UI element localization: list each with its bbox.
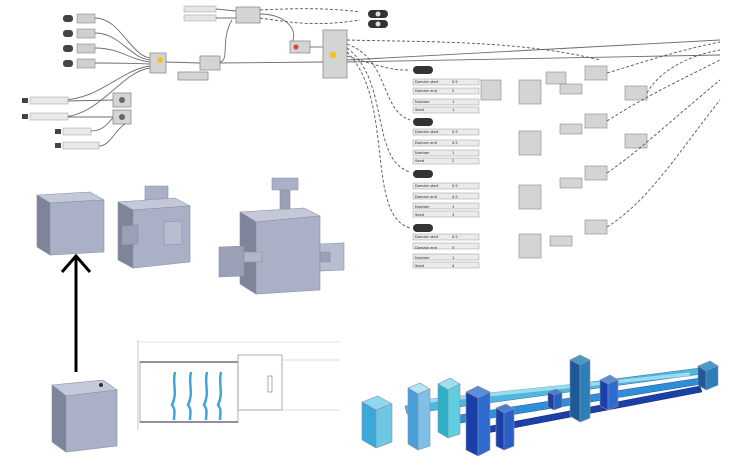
component-group-4 xyxy=(412,219,608,269)
panel-label: Seed xyxy=(415,213,424,217)
merge-node[interactable] xyxy=(149,52,167,74)
panel-value: 0.5 xyxy=(452,184,458,188)
input-panel[interactable] xyxy=(183,14,217,22)
component-node[interactable] xyxy=(112,92,132,108)
cube-complex xyxy=(218,177,345,295)
blue-assembly xyxy=(361,354,719,457)
panel-label: Domain start xyxy=(415,130,439,134)
slider-knob[interactable] xyxy=(63,45,73,52)
panel-value: 1 xyxy=(452,108,454,112)
slider-knob[interactable] xyxy=(63,60,73,67)
panel-value: 3 xyxy=(452,213,454,217)
panel-label: Domain end xyxy=(415,246,437,250)
component-node[interactable] xyxy=(112,109,132,125)
panel-value: 4 xyxy=(452,264,455,268)
box-evolution xyxy=(36,177,345,453)
component-node[interactable] xyxy=(289,40,311,54)
panel-value: 4.5 xyxy=(452,195,458,199)
panel-label: Number xyxy=(415,205,430,209)
panel-value: 4.5 xyxy=(452,141,458,145)
slider-knob[interactable] xyxy=(63,30,73,37)
output-toggles xyxy=(368,10,388,28)
component-node[interactable] xyxy=(235,6,261,24)
panel-label: Domain start xyxy=(415,184,439,188)
panel-label: Seed xyxy=(415,159,424,163)
panel-value: 1 xyxy=(452,256,454,260)
slider-node[interactable] xyxy=(76,58,96,69)
component-icon xyxy=(157,57,163,63)
component-node[interactable] xyxy=(177,71,209,81)
panel-value: 1 xyxy=(452,100,454,104)
slider-node[interactable] xyxy=(76,28,96,39)
input-sliders xyxy=(63,13,96,69)
node-graph xyxy=(22,5,721,269)
panel-value: 2 xyxy=(452,159,454,163)
panel-label: Seed xyxy=(415,108,424,112)
arrow-up-icon xyxy=(60,253,92,372)
hub-node[interactable] xyxy=(322,29,348,79)
panel-label: Seed xyxy=(415,264,424,268)
component-node[interactable] xyxy=(199,55,221,71)
component-group-1 xyxy=(412,65,648,114)
input-panel[interactable] xyxy=(183,5,217,13)
panel-label: Domain start xyxy=(415,80,439,84)
panel-value: 0.5 xyxy=(452,130,458,134)
panel-label: Domain end xyxy=(415,89,437,93)
panel-label: Domain start xyxy=(415,235,439,239)
slider-node[interactable] xyxy=(76,43,96,54)
panel-value: 0.5 xyxy=(452,80,458,84)
cube-simple xyxy=(36,191,106,256)
panel-label: Domain end xyxy=(415,141,437,145)
component-group-3 xyxy=(412,165,608,218)
component-icon xyxy=(329,51,337,59)
panel-value: 5 xyxy=(452,246,454,250)
panel-label: Domain end xyxy=(415,195,437,199)
slider-node[interactable] xyxy=(76,13,96,24)
section-drawing xyxy=(137,340,340,430)
cube-base xyxy=(51,379,118,453)
panel-label: Number xyxy=(415,151,430,155)
panel-label: Number xyxy=(415,256,430,260)
panel-value: 1 xyxy=(452,151,454,155)
panel-value: 5 xyxy=(452,89,454,93)
component-group-2 xyxy=(412,113,648,165)
panel-value: 1 xyxy=(452,205,454,209)
cube-with-stubs xyxy=(116,185,192,269)
slider-knob[interactable] xyxy=(63,15,73,22)
panel-label: Number xyxy=(415,100,430,104)
panel-value: 0.5 xyxy=(452,235,458,239)
water-figures xyxy=(170,371,223,421)
input-panels-left xyxy=(22,96,100,150)
